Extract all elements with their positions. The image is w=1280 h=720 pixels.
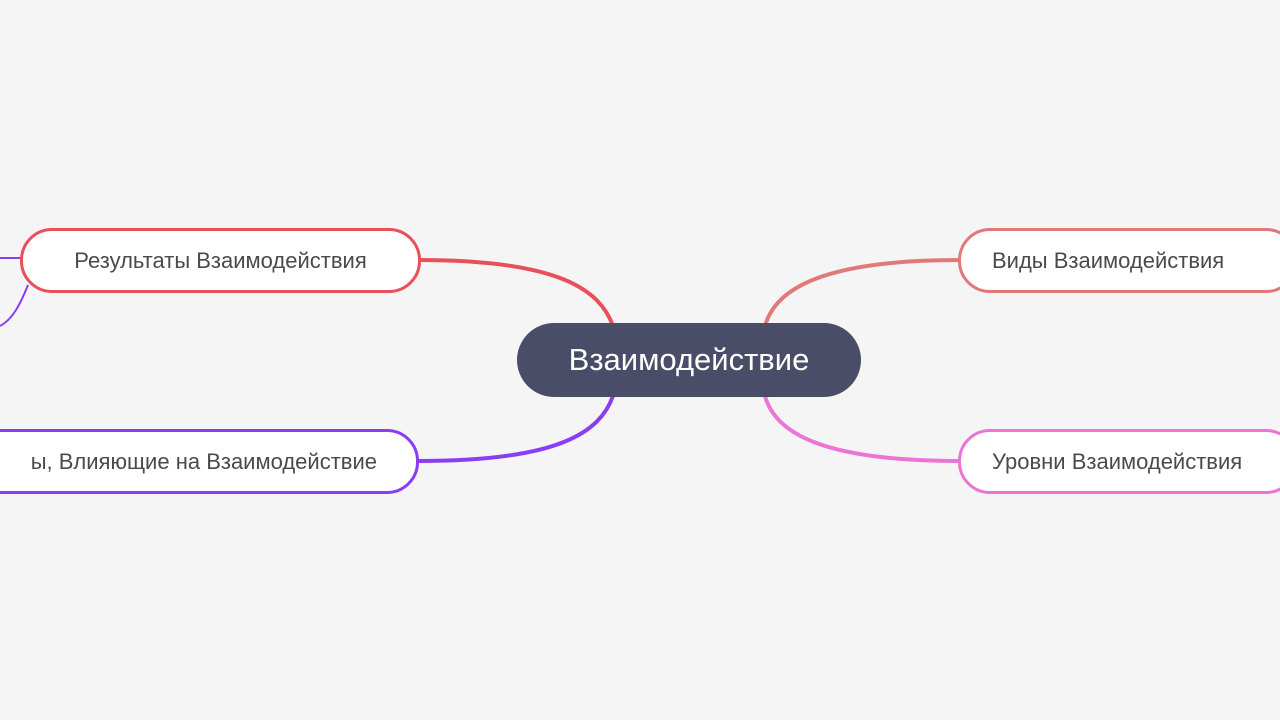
connector-factors	[417, 395, 615, 463]
branch-label: Виды Взаимодействия	[992, 247, 1225, 273]
connector-results	[417, 258, 615, 327]
branch-label: ы, Влияющие на Взаимодействие	[30, 448, 377, 474]
branch-factors[interactable]: ы, Влияющие на Взаимодействие	[0, 429, 419, 494]
branch-results[interactable]: Результаты Взаимодействия	[20, 228, 421, 293]
central-topic-label: Взаимодействие	[568, 342, 810, 377]
central-topic[interactable]: Взаимодействие	[517, 323, 861, 397]
branch-label: Результаты Взаимодействия	[74, 247, 367, 273]
connector-offscreen-2	[0, 284, 29, 327]
connector-levels	[763, 395, 961, 463]
branch-types[interactable]: Виды Взаимодействия	[958, 228, 1280, 293]
connector-types	[763, 258, 961, 327]
branch-label: Уровни Взаимодействия	[992, 448, 1243, 474]
branch-levels[interactable]: Уровни Взаимодействия	[958, 429, 1280, 494]
